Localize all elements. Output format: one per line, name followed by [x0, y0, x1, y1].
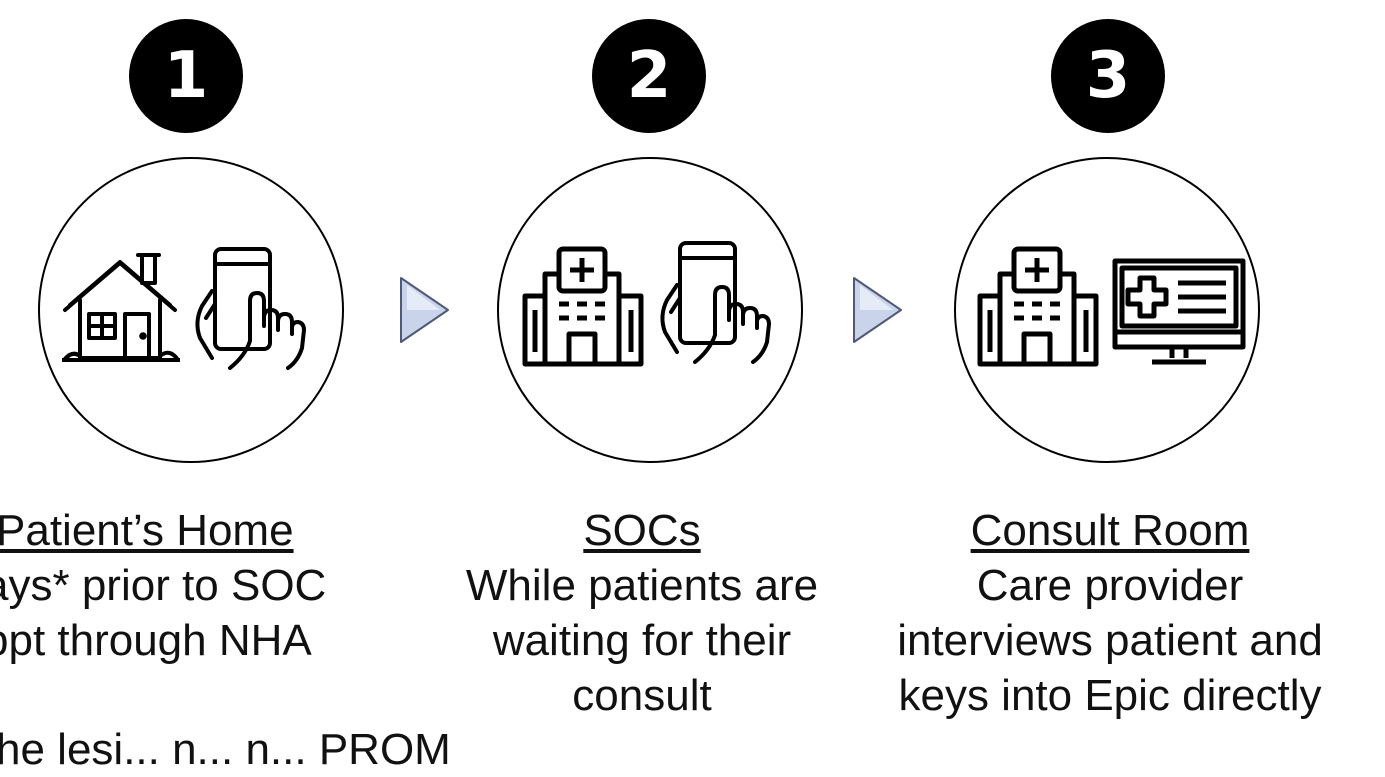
- step-2-line-2: waiting for their: [492, 616, 792, 665]
- clipped-bottom-text: he lesi... n... n... PROM: [0, 725, 451, 774]
- step-1-circle: [38, 157, 344, 463]
- arrow-right-icon: [400, 277, 449, 343]
- step-2-title: SOCs: [583, 506, 701, 555]
- medical-monitor-icon: [1112, 258, 1246, 365]
- step-2-line-1: While patients are: [465, 561, 819, 610]
- step-1-caption: Patient’s Home ays* prior to SOC ppt thr…: [0, 503, 326, 668]
- step-2-caption: SOCs While patients are waiting for thei…: [430, 503, 854, 723]
- hospital-icon: [522, 246, 644, 367]
- step-2-badge: 2: [592, 19, 706, 133]
- step-3-line-2: interviews patient and: [897, 616, 1323, 665]
- hand-smartphone-icon: [195, 247, 306, 370]
- step-1-line-1: ays* prior to SOC: [0, 561, 327, 610]
- hospital-icon: [977, 246, 1099, 367]
- step-3-title: Consult Room: [970, 506, 1250, 555]
- step-1-title: Patient’s Home: [0, 506, 294, 555]
- step-3-line-3: keys into Epic directly: [898, 671, 1322, 720]
- step-1-badge: 1: [129, 19, 243, 133]
- step-3-badge: 3: [1051, 19, 1165, 133]
- arrow-right-icon: [853, 277, 902, 343]
- step-3-line-1: Care provider: [976, 561, 1244, 610]
- step-2-line-3: consult: [572, 671, 712, 720]
- step-3-caption: Consult Room Care provider interviews pa…: [870, 503, 1350, 723]
- step-1-line-2: ppt through NHA: [0, 616, 312, 665]
- hand-smartphone-icon: [660, 241, 771, 364]
- house-icon: [62, 253, 180, 362]
